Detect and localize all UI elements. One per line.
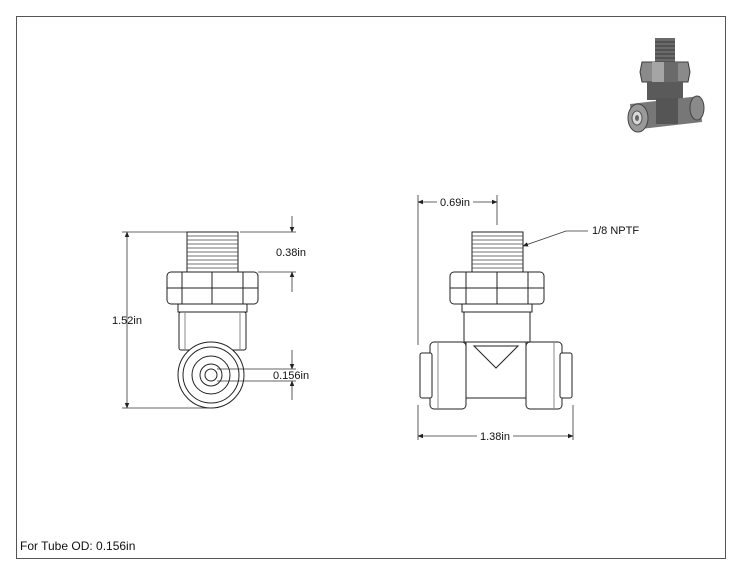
front-tee-body <box>465 341 527 399</box>
dim-thread-length: 0.38in <box>276 247 306 259</box>
side-view <box>166 231 259 409</box>
dim-tube-od: 0.156in <box>273 370 309 382</box>
iso-thumbnail <box>627 38 705 133</box>
tube-od-note: For Tube OD: 0.156in <box>20 539 136 553</box>
drawing-border <box>16 16 726 559</box>
side-body <box>177 303 248 351</box>
front-hex-nut <box>449 271 545 305</box>
dim-width-bg <box>477 429 513 443</box>
front-left-collet <box>419 341 467 410</box>
side-dimensions <box>122 216 296 409</box>
dim-overall-width: 1.38in <box>480 431 510 443</box>
dim-overall-height: 1.52in <box>112 315 142 327</box>
front-view <box>419 231 573 410</box>
side-hex-nut <box>166 271 259 305</box>
front-right-collet <box>525 341 573 410</box>
dim-thread-offset: 0.69in <box>440 197 470 209</box>
dim-offset-bg <box>437 195 473 209</box>
dim-thread-spec: 1/8 NPTF <box>592 225 639 237</box>
side-thread <box>186 231 239 273</box>
front-neck <box>461 303 533 343</box>
front-thread <box>471 231 524 273</box>
side-end-face <box>177 341 245 409</box>
